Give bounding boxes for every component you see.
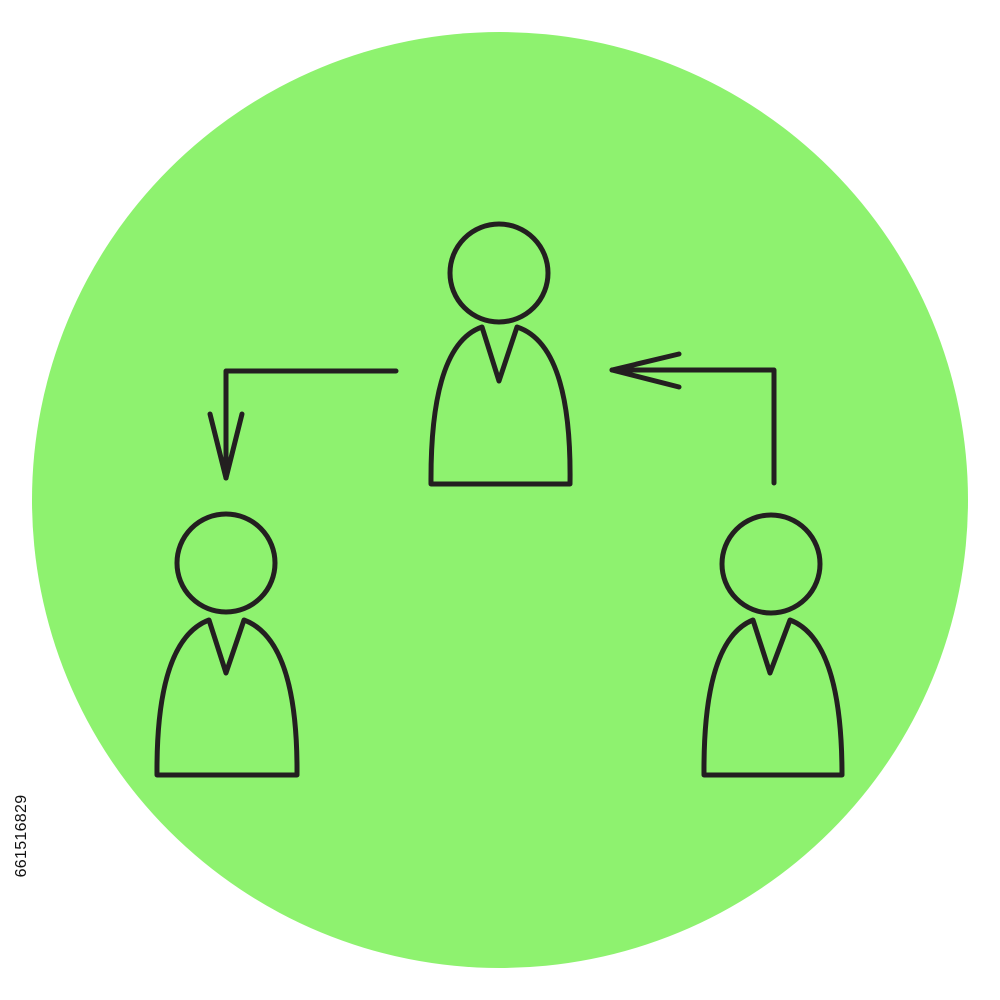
person-icon [701, 512, 845, 778]
background-circle [32, 32, 968, 968]
stock-id-label: 661516829 [9, 766, 35, 906]
person-icon [428, 221, 573, 487]
arrow-down-icon [207, 368, 399, 481]
person-icon [154, 511, 300, 778]
arrow-left-icon [609, 351, 777, 486]
stock-id-text: 661516829 [13, 794, 30, 878]
